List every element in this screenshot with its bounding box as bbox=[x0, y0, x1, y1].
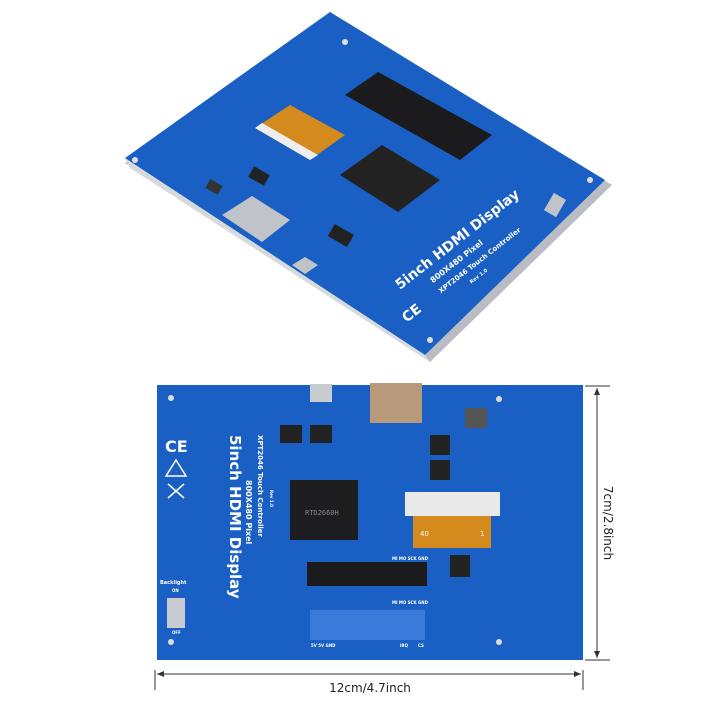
hdmi-chip bbox=[340, 145, 440, 212]
backlight-on-label: ON bbox=[172, 588, 179, 593]
backlight-label: Backlight bbox=[160, 580, 187, 586]
height-dimension: 7cm/2.8inch bbox=[585, 385, 615, 661]
backlight-switch bbox=[167, 598, 185, 628]
weee-bin-icon bbox=[167, 483, 185, 499]
gpio-header bbox=[345, 72, 492, 160]
gpio-pads bbox=[310, 610, 425, 640]
board-title: 5inch HDMI Display bbox=[226, 435, 244, 599]
fpc-label-40: 40 bbox=[420, 530, 429, 538]
gpio-header bbox=[307, 562, 427, 586]
pin-label-cs: CS bbox=[418, 643, 424, 648]
esd-warning-icon bbox=[164, 458, 188, 477]
resolution-label: 800X480 Pixel bbox=[244, 480, 253, 545]
micro-usb-port bbox=[292, 257, 318, 274]
fpc-connector bbox=[405, 492, 500, 516]
width-label: 12cm/4.7inch bbox=[329, 681, 411, 695]
bottom-board: RTD2660H 40 1 Backlight ON OFF MI MO SCK… bbox=[157, 383, 583, 660]
fpc-cable bbox=[255, 105, 345, 160]
pin-label-irq: IRQ bbox=[400, 643, 409, 648]
pin-labels-mid: MI MO SCK GND bbox=[392, 600, 429, 605]
fpc-cable bbox=[413, 516, 491, 548]
touch-controller-label: XPT2046 Touch Controller bbox=[256, 435, 264, 538]
backlight-off-label: OFF bbox=[172, 630, 181, 635]
width-dimension: 12cm/4.7inch bbox=[154, 670, 584, 695]
top-board-perspective: 5inch HDMI Display 800X480 Pixel XPT2046… bbox=[125, 12, 612, 362]
hdmi-port bbox=[222, 196, 290, 242]
hdmi-port bbox=[370, 383, 422, 423]
pin-labels-power: 5V 5V GND bbox=[311, 643, 336, 648]
fpc-label-1: 1 bbox=[480, 530, 484, 538]
svg-text:RTD2660H: RTD2660H bbox=[305, 509, 339, 517]
height-label: 7cm/2.8inch bbox=[601, 486, 615, 560]
backlight-switch bbox=[543, 192, 567, 218]
pin-labels-top: MI MO SCK GND bbox=[392, 556, 429, 561]
micro-usb-port bbox=[310, 384, 332, 402]
revision-label: Rev 1.0 bbox=[269, 490, 274, 507]
hdmi-chip bbox=[290, 480, 358, 540]
ce-mark: CE bbox=[165, 437, 188, 456]
